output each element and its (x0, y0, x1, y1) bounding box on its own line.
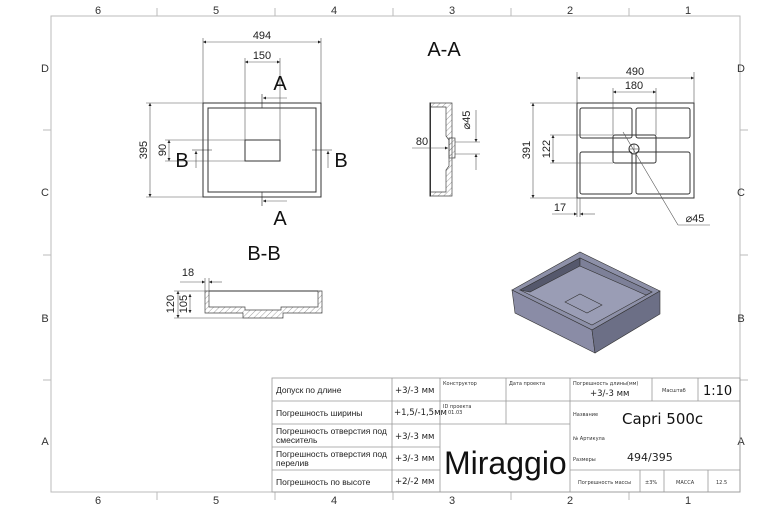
grid-row-label: D (41, 63, 49, 75)
dim-height: 395 (138, 141, 150, 159)
article-label: № Артикула (573, 436, 605, 442)
isometric-render (511, 251, 661, 354)
grid-row-label: B (737, 313, 744, 325)
top-view: 494 150 395 90 A A B B (138, 30, 348, 230)
grid-row-label: C (41, 187, 49, 199)
dim-hole-width: 150 (253, 50, 271, 62)
tolerance-label: Погрешность ширины (276, 407, 363, 418)
grid-row-label: D (737, 63, 745, 75)
product-name: Capri 500c (622, 410, 703, 428)
title-block: Допуск по длине +3/-3 мм Погрешность шир… (271, 377, 741, 493)
mass-tolerance: ±3% (645, 480, 657, 486)
dim-wall: 18 (182, 267, 194, 279)
dim-hole-height: 90 (157, 144, 169, 156)
mass-label: МАССА (676, 480, 695, 486)
section-marker-b: B (175, 150, 188, 172)
date-label: Дата проекта (509, 381, 545, 387)
dim-inner-height: 105 (178, 295, 190, 313)
tolerance-label: Погрешность отверстия под перелив (276, 449, 387, 468)
grid-col-label: 2 (567, 5, 573, 17)
dim-width: 494 (253, 30, 271, 42)
tolerance-label: Погрешность по высоте (276, 476, 371, 487)
section-a-a: A-A 80 ⌀45 (412, 39, 480, 197)
grid-col-label: 1 (685, 495, 691, 507)
dim-height: 391 (521, 141, 533, 159)
grid-col-label: 3 (449, 5, 455, 17)
grid-col-label: 2 (567, 495, 573, 507)
section-marker-a: A (273, 208, 287, 230)
tolerance-label: Допуск по длине (276, 384, 342, 395)
grid-row-label: B (41, 313, 48, 325)
dim-diameter: ⌀45 (461, 111, 473, 130)
grid-row-label: C (737, 187, 745, 199)
size-label: Размеры (573, 457, 596, 463)
dim-width: 490 (626, 66, 644, 78)
dim-diameter: ⌀45 (686, 213, 705, 225)
length-tolerance: +3/-3 мм (590, 389, 629, 399)
grid-col-label: 3 (449, 495, 455, 507)
mass-tolerance-label: Погрешность массы (578, 480, 631, 486)
section-b-b-title: B-B (247, 243, 280, 265)
project-id-label: ID проекта (443, 404, 472, 410)
tolerance-value: +3/-3 мм (395, 386, 434, 396)
section-a-a-title: A-A (427, 39, 461, 61)
length-tolerance-label: Погрешность длины(мм) (573, 381, 638, 387)
grid-col-label: 5 (213, 495, 219, 507)
dim-offset: 17 (554, 202, 566, 214)
grid-col-label: 6 (95, 495, 101, 507)
section-marker-b: B (334, 150, 347, 172)
grid-row-label: A (737, 436, 745, 448)
dim-height: 120 (165, 295, 177, 313)
scale-label: Масштаб (662, 388, 686, 394)
grid-col-label: 5 (213, 5, 219, 17)
section-marker-a: A (273, 73, 287, 95)
grid-col-label: 1 (685, 5, 691, 17)
grid-row-label: A (41, 436, 49, 448)
brand-logo: Miraggio (444, 445, 567, 481)
dim-center-width: 180 (625, 80, 643, 92)
tolerance-value: +2/-2 мм (395, 477, 434, 487)
grid-col-label: 4 (331, 495, 337, 507)
grid-col-label: 6 (95, 5, 101, 17)
scale: 1:10 (703, 384, 732, 399)
section-b-b: B-B 18 120 105 (165, 243, 323, 319)
designer-label: Конструктор (443, 381, 477, 387)
dim-depth: 80 (416, 136, 428, 148)
dim-center-height: 122 (541, 140, 553, 158)
grid-col-label: 4 (331, 5, 337, 17)
mass: 12.5 (716, 480, 727, 486)
tolerance-label: Погрешность отверстия под смеситель (276, 426, 387, 445)
tolerance-value: +3/-3 мм (395, 432, 434, 442)
name-label: Название (573, 412, 598, 418)
tolerance-value: +1,5/-1,5мм (394, 408, 447, 418)
tolerance-value: +3/-3 мм (395, 454, 434, 464)
project-id: 01.03 (448, 410, 462, 416)
bottom-view: 490 180 391 122 17 ⌀45 (521, 66, 710, 226)
size: 494/395 (627, 451, 673, 464)
